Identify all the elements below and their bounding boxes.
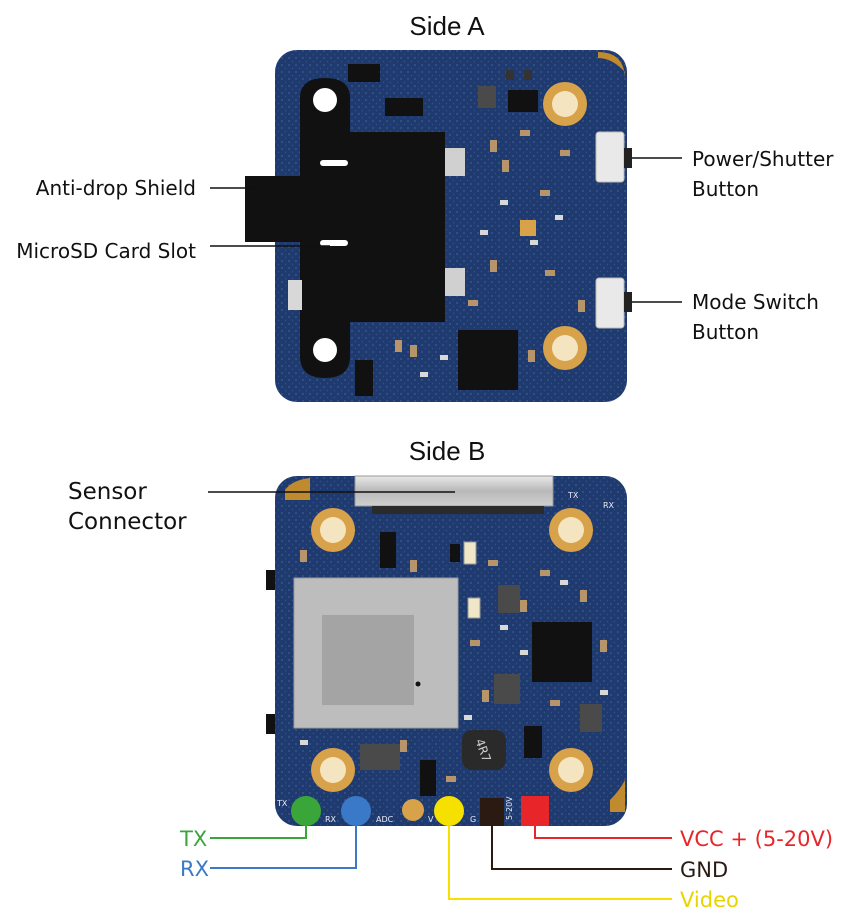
- silk-rx-pad: RX: [325, 815, 337, 824]
- silk-adc-pad: ADC: [376, 815, 394, 824]
- pin-label-vcc: VCC + (5-20V): [680, 827, 833, 851]
- pin-label-gnd: GND: [680, 858, 728, 882]
- pad-vcc: [521, 796, 549, 826]
- sensor-connector: [354, 475, 554, 514]
- side-b-title: Side B: [409, 436, 486, 466]
- label-sensor-connector-line1: Sensor: [68, 479, 147, 505]
- wire-gnd: [491, 826, 672, 870]
- mode-switch-button: [595, 277, 632, 329]
- wire-vcc: [534, 826, 672, 839]
- mounting-hole: [549, 508, 593, 552]
- inductor-4r7: 4R7: [462, 730, 506, 770]
- processor-shield: [293, 577, 459, 729]
- side-a-board: [245, 50, 632, 402]
- silk-rx-top: RX: [603, 501, 615, 510]
- side-a-title: Side A: [409, 11, 485, 41]
- anti-drop-shield: [300, 78, 445, 378]
- pin-label-video: Video: [680, 888, 739, 912]
- label-mode-switch-line2: Button: [692, 320, 759, 344]
- pad-tx: [291, 796, 321, 826]
- silk-tx-top: TX: [567, 491, 579, 500]
- mounting-hole: [543, 82, 587, 126]
- mounting-hole: [549, 748, 593, 792]
- wire-video: [448, 826, 672, 900]
- pad-video: [434, 796, 464, 826]
- microsd-card-slot: [245, 148, 465, 310]
- silk-vin-pad: 5-20V: [505, 796, 514, 820]
- pad-gnd: [480, 798, 504, 826]
- label-power-shutter-line2: Button: [692, 177, 759, 201]
- wire-rx: [210, 826, 357, 869]
- label-power-shutter-line1: Power/Shutter: [692, 147, 834, 171]
- silk-tx-pad: TX: [276, 799, 288, 808]
- pin-label-tx: TX: [179, 827, 207, 851]
- label-anti-drop-shield: Anti-drop Shield: [36, 176, 196, 200]
- pad-rx: [341, 796, 371, 826]
- pin-label-rx: RX: [180, 857, 209, 881]
- mounting-hole: [543, 326, 587, 370]
- mounting-hole: [311, 748, 355, 792]
- pad-adc: [402, 799, 424, 821]
- mounting-hole: [311, 508, 355, 552]
- power-shutter-button: [595, 131, 632, 183]
- side-b-board: 4R7 TX RX TX RX ADC V G 5-20V: [266, 475, 627, 826]
- silk-v-pad: V: [428, 815, 434, 824]
- label-sensor-connector-line2: Connector: [68, 509, 187, 535]
- silk-g-pad: G: [470, 815, 476, 824]
- label-microsd-card-slot: MicroSD Card Slot: [16, 239, 196, 263]
- wire-tx: [210, 826, 307, 839]
- label-mode-switch-line1: Mode Switch: [692, 290, 819, 314]
